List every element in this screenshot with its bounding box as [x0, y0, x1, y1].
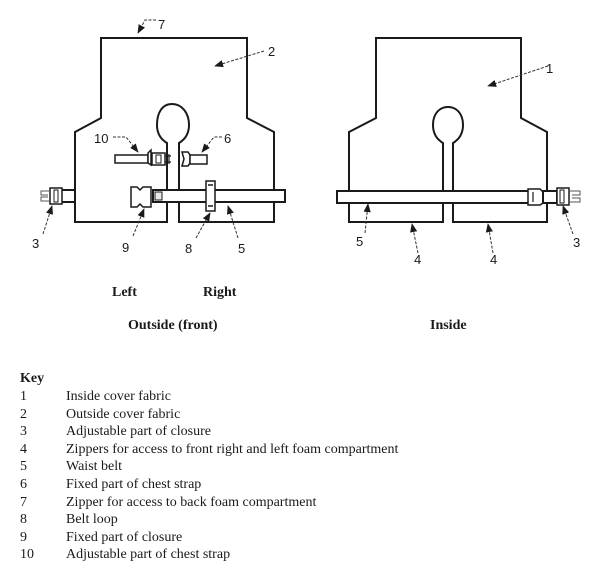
closure-slot	[53, 189, 59, 203]
key-item-label: Inside cover fabric	[66, 389, 171, 404]
key-item-label: Fixed part of chest strap	[66, 476, 202, 492]
closure-prongs-inside	[569, 190, 581, 203]
key-item: 8 Belt loop	[20, 511, 398, 529]
outside-front-view: 7 2 10 6 3 9 8 5 Left Right Outside (fro…	[32, 17, 286, 333]
leader-6	[201, 136, 222, 153]
belt-loop	[205, 180, 216, 212]
callout-4-right: 4	[490, 252, 497, 267]
closure-prongs	[40, 190, 50, 202]
key-item-number: 1	[20, 389, 27, 404]
leader-2	[214, 50, 265, 68]
leader-1	[487, 65, 549, 87]
key-item-number: 7	[20, 494, 27, 510]
caption-inside: Inside	[430, 318, 467, 333]
key-item-label: Outside cover fabric	[66, 406, 181, 422]
key-item-label: Belt loop	[66, 512, 118, 528]
callout-4-left: 4	[414, 252, 421, 267]
callout-1: 1	[546, 61, 553, 76]
key-item-label: Adjustable part of closure	[66, 424, 212, 440]
key-item: 1 Inside cover fabric	[20, 388, 398, 406]
leader-3-front	[42, 205, 53, 235]
vest-outline-inside	[348, 37, 548, 223]
closure-label-tag	[154, 191, 163, 201]
key-item: 4 Zippers for access to front right and l…	[20, 441, 398, 459]
key-item-label: Zippers for access to front right and le…	[66, 441, 399, 457]
chest-strap-fixed	[189, 154, 208, 165]
leader-4-left	[410, 223, 419, 254]
leader-5-inside	[363, 203, 371, 234]
key-item: 6 Fixed part of chest strap	[20, 476, 398, 494]
key-item: 3 Adjustable part of closure	[20, 423, 398, 441]
key-legend: Key 1 Inside cover fabric 2 Outside cover …	[20, 370, 398, 564]
chest-buckle-slot	[155, 154, 162, 164]
caption-outside-front: Outside (front)	[128, 318, 218, 333]
key-item-label: Fixed part of closure	[66, 529, 183, 545]
key-item: 7 Zipper for access to back foam compartm…	[20, 494, 398, 512]
key-item-number: 8	[20, 512, 27, 528]
chest-buckle-prongs	[165, 154, 171, 164]
callout-9: 9	[122, 240, 129, 255]
leader-3-inside	[562, 205, 574, 235]
key-item-number: 6	[20, 476, 27, 492]
key-item-label: Zipper for access to back foam compartme…	[66, 494, 317, 510]
waist-belt-inside	[336, 190, 530, 204]
key-item-number: 5	[20, 459, 27, 475]
key-item-number: 3	[20, 424, 27, 440]
key-item: 9 Fixed part of closure	[20, 529, 398, 547]
waist-belt-front	[152, 189, 286, 203]
leader-9	[132, 208, 145, 237]
chest-strap-adjustable	[114, 154, 149, 164]
life-vest-diagram: 7 2 10 6 3 9 8 5 Left Right Outside (fro…	[32, 17, 581, 333]
belt-loop-marks	[208, 184, 213, 207]
key-item: 2 Outside cover fabric	[20, 406, 398, 424]
callout-3-inside: 3	[573, 235, 580, 250]
closure-adjustable-inside	[556, 187, 570, 206]
leader-7	[137, 19, 156, 34]
key-item: 5 Waist belt	[20, 458, 398, 476]
closure-slot-inside	[559, 189, 565, 204]
key-item-number: 2	[20, 406, 27, 422]
callout-5-inside: 5	[356, 234, 363, 249]
leader-5-front	[226, 205, 239, 239]
belt-adjuster	[527, 188, 544, 206]
key-item-number: 4	[20, 441, 27, 457]
vest-outline-front-left	[74, 37, 275, 223]
key-item-label: Adjustable part of chest strap	[66, 547, 231, 563]
key-item-number: 9	[20, 529, 27, 545]
key-item-number: 10	[20, 547, 34, 563]
key-item-label: Waist belt	[66, 459, 123, 475]
closure-adjustable-front	[49, 187, 63, 205]
callout-2: 2	[268, 44, 275, 59]
chest-buckle-male	[151, 152, 166, 166]
callout-5-front: 5	[238, 241, 245, 256]
callout-8: 8	[185, 241, 192, 256]
chest-strap-tab	[147, 148, 152, 167]
key-title: Key	[20, 371, 45, 386]
inside-view: 1 5 4 4 3 Inside	[336, 37, 581, 333]
closure-fixed-part	[130, 186, 152, 208]
leader-8	[195, 212, 211, 239]
label-right: Right	[203, 285, 237, 300]
leader-4-right	[485, 223, 494, 254]
chest-buckle-female	[181, 151, 191, 167]
key-item: 10 Adjustable part of chest strap	[20, 546, 398, 564]
label-left: Left	[112, 285, 137, 300]
belt-right-stub	[542, 190, 558, 204]
callout-6: 6	[224, 131, 231, 146]
callout-10: 10	[94, 131, 108, 146]
callout-3-front: 3	[32, 236, 39, 251]
callout-7: 7	[158, 17, 165, 32]
